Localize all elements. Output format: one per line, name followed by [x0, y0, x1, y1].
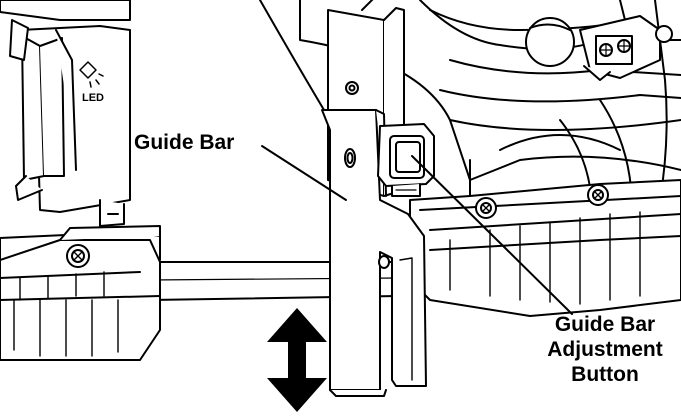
- guide-bar-label: Guide Bar: [134, 131, 235, 154]
- guide-bar-leader: [261, 145, 347, 201]
- button-leader: [411, 155, 573, 315]
- right-screw-2: [587, 184, 609, 206]
- led-label: LED: [82, 92, 104, 104]
- clamp-bracket: [579, 15, 673, 81]
- left-base-block: [0, 225, 161, 361]
- led-housing: [0, 0, 131, 227]
- right-screw-1: [475, 197, 497, 219]
- right-base-block: [409, 179, 681, 317]
- adjustment-button-label: Guide Bar Adjustment Button: [528, 312, 681, 387]
- callout-leaders: [261, 145, 573, 315]
- adjustment-label-line-3: Button: [571, 363, 639, 386]
- adjustment-label-line-1: Guide Bar: [554, 313, 656, 336]
- adjustment-label-line-2: Adjustment: [547, 338, 663, 361]
- left-screw: [66, 244, 90, 268]
- led-light-icon: [79, 61, 104, 88]
- adjustment-button: [377, 123, 435, 197]
- dome-knob: [525, 17, 575, 67]
- up-down-arrow-icon: [267, 308, 327, 412]
- guide-bar: [321, 0, 427, 397]
